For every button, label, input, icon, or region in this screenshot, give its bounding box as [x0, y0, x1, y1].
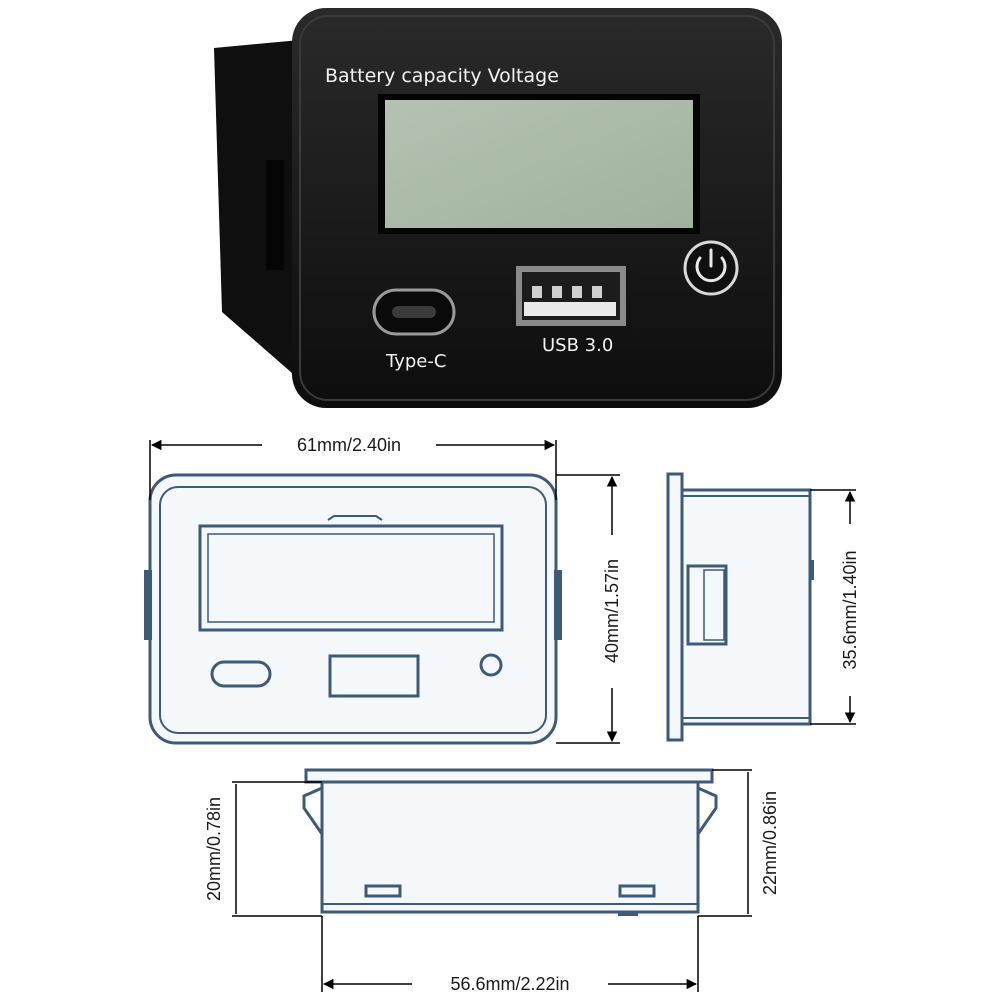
- side-body: [680, 488, 812, 726]
- dim-side-height: 35.6mm/1.40in: [840, 550, 860, 669]
- power-icon[interactable]: [683, 240, 739, 296]
- bottom-clip-left: [302, 786, 324, 835]
- front-top-notch: [327, 515, 383, 521]
- front-lcd-window: [198, 524, 504, 632]
- front-side-tab-left: [144, 570, 152, 640]
- typec-label: Type-C: [385, 351, 446, 372]
- bottom-view-drawing: [302, 768, 718, 916]
- dim-bottom-total-height: 22mm/0.86in: [760, 791, 780, 895]
- front-usb-cutout: [328, 654, 420, 698]
- dim-bottom-body-height: 20mm/0.78in: [204, 797, 224, 901]
- lcd-screen: [385, 100, 693, 228]
- bottom-slot-right: [618, 884, 656, 898]
- side-clip: [266, 160, 284, 270]
- usb-port: [516, 266, 626, 326]
- side-clip-block: [686, 564, 728, 646]
- dim-front-height: 40mm/1.57in: [602, 559, 622, 663]
- front-button-hole: [479, 653, 503, 677]
- bottom-clip-right: [696, 786, 718, 835]
- side-view-drawing: [666, 472, 814, 742]
- front-view-drawing: [144, 473, 562, 745]
- device-title: Battery capacity Voltage: [325, 65, 559, 87]
- bottom-slot-left: [364, 884, 402, 898]
- usb-label: USB 3.0: [542, 335, 613, 356]
- bottom-front-plate: [304, 768, 714, 784]
- bottom-body: [320, 780, 700, 914]
- typec-port: [372, 288, 456, 336]
- side-front-plate: [666, 472, 684, 742]
- dim-front-width: 61mm/2.40in: [297, 435, 401, 455]
- front-side-tab-right: [554, 570, 562, 640]
- product-photo: Battery capacity Voltage Type-C USB 3.0: [214, 8, 782, 408]
- dim-bottom-width: 56.6mm/2.22in: [450, 974, 569, 994]
- dimension-lines: [149, 439, 856, 992]
- rear-housing: [214, 40, 300, 380]
- front-typec-cutout: [210, 660, 272, 688]
